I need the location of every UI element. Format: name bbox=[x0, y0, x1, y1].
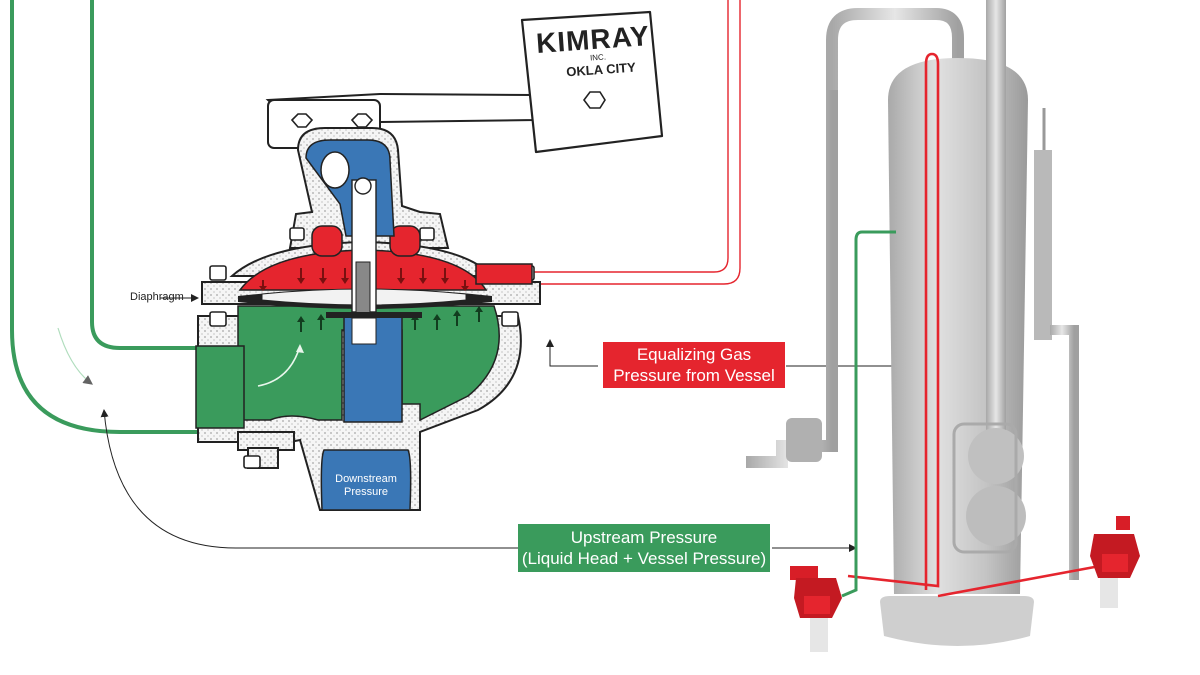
bolt-icon bbox=[290, 113, 314, 128]
diaphragm-label: Diaphragm bbox=[130, 291, 184, 303]
equalizing-callout-box bbox=[603, 342, 785, 388]
valve-inlet bbox=[195, 345, 245, 429]
bolt-icon bbox=[209, 265, 227, 281]
bolt-icon bbox=[419, 227, 435, 241]
valve-stem bbox=[305, 139, 422, 423]
bolt-icon bbox=[243, 455, 261, 469]
downstream-outlet bbox=[320, 449, 412, 511]
downstream-line-2: Pressure bbox=[343, 486, 389, 498]
equalizing-line-1: Equalizing Gas bbox=[636, 345, 752, 364]
equalizing-line-2: Pressure from Vessel bbox=[613, 366, 775, 385]
dump-valve-left bbox=[790, 566, 842, 618]
upstream-pipe bbox=[10, 0, 200, 434]
upstream-pressure-label: Upstream Pressure (Liquid Head + Vessel … bbox=[518, 527, 770, 569]
upstream-line-1: Upstream Pressure bbox=[570, 528, 718, 547]
upstream-callout-box bbox=[518, 524, 770, 572]
vessel-gas-path bbox=[847, 52, 1101, 598]
gas-port bbox=[475, 263, 533, 285]
gas-pocket bbox=[311, 225, 343, 257]
separator-vessel bbox=[746, 0, 1118, 652]
bolt-icon bbox=[209, 311, 227, 327]
bolt-icon bbox=[583, 91, 606, 109]
downstream-pressure-label: Downstream Pressure bbox=[324, 473, 408, 499]
bolt-icon bbox=[289, 227, 305, 241]
gas-pocket bbox=[389, 225, 421, 257]
liquid-pressure-arrows bbox=[297, 306, 483, 332]
dump-valve-right bbox=[1090, 516, 1140, 578]
equalizing-gas-label: Equalizing Gas Pressure from Vessel bbox=[603, 344, 785, 386]
flow-arrow-head bbox=[296, 344, 304, 353]
upstream-line-2: (Liquid Head + Vessel Pressure) bbox=[521, 549, 767, 568]
equalizing-gas-line bbox=[520, 0, 741, 285]
downstream-line-1: Downstream bbox=[335, 473, 397, 485]
vessel-liquid-path bbox=[841, 230, 896, 598]
bolt-icon bbox=[501, 311, 519, 327]
gas-pressure-arrows bbox=[259, 268, 469, 291]
kimray-weight-plate bbox=[520, 10, 664, 154]
